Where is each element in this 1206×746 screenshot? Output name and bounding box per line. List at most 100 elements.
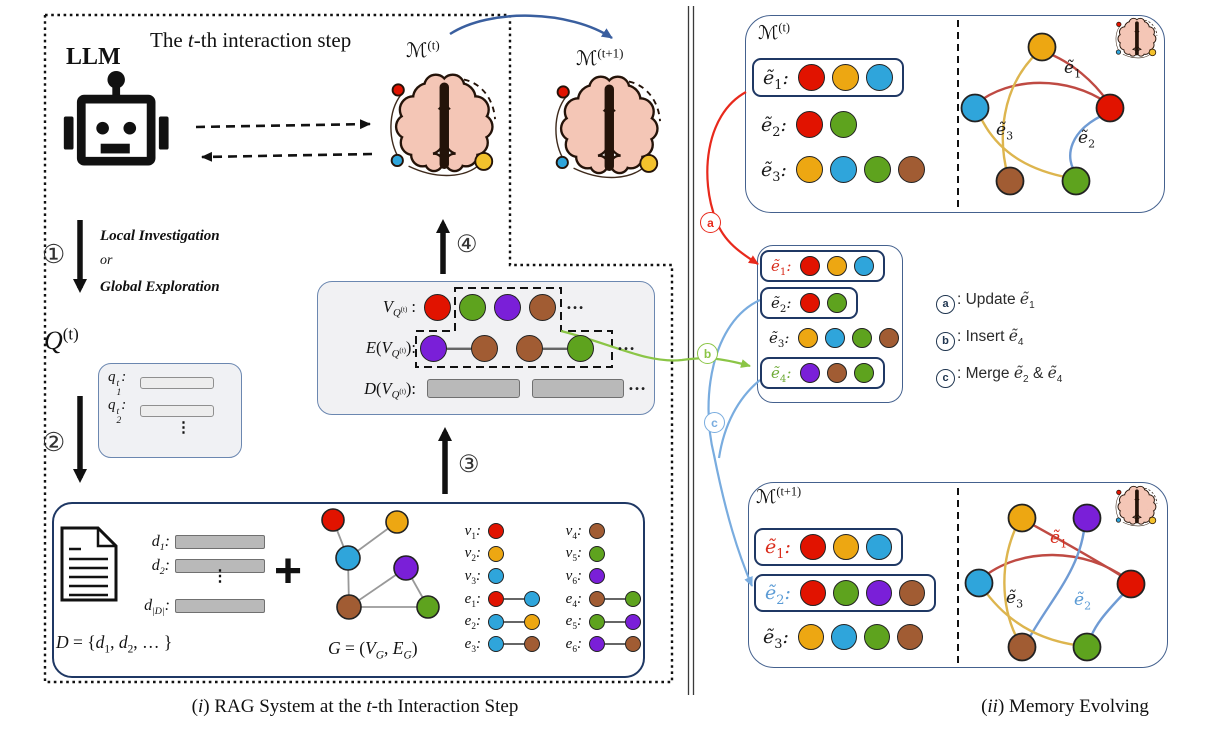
- edge-pair: [589, 613, 641, 630]
- legend-merge: c: Merge ẽ2 & ẽ4: [936, 364, 1062, 388]
- step4-number: ④: [456, 232, 478, 258]
- node-dot-green: [832, 580, 859, 606]
- hyperedge-label-e1: ẽ1: [1064, 58, 1082, 81]
- memory-t1-brain-icon: [556, 78, 660, 178]
- node-dot-brown: [524, 636, 540, 653]
- merge-connector-c: [707, 299, 761, 587]
- memory-evolve-arrow: [449, 14, 613, 40]
- node-dot-green: [852, 328, 873, 348]
- memory-entry: ẽ2:: [754, 574, 936, 612]
- step1-option-global: Global Exploration: [100, 279, 220, 295]
- list-item: e2:: [455, 610, 540, 633]
- node-dot-blue: [524, 591, 540, 608]
- graph-node-purple: [1072, 503, 1102, 533]
- ellipsis: …: [617, 334, 636, 354]
- node-dot-blue: [830, 624, 857, 650]
- ellipsis: …: [566, 293, 585, 313]
- node-dot-green: [589, 545, 605, 562]
- memory-entry-label: ẽ2:: [761, 113, 787, 140]
- node-dot-purple: [625, 613, 641, 630]
- list-item: v3:: [455, 565, 540, 588]
- node-dot-brown: [827, 363, 848, 383]
- memory-t-math-label: ℳ(t): [406, 37, 440, 62]
- document-rows: d1:d2:d|D|:: [128, 530, 265, 617]
- memory-entry: ẽ3:: [760, 324, 908, 352]
- node-dot-green: [625, 591, 641, 608]
- memory-entry-label: ẽ1:: [763, 66, 789, 93]
- document-row: d2:: [128, 554, 265, 577]
- graph-node-brown: [336, 594, 362, 620]
- node-dot-brown: [625, 636, 641, 653]
- edge-pair: [516, 335, 594, 362]
- node-dot-brown: [589, 591, 605, 608]
- node-dot-purple: [589, 636, 605, 653]
- memory-entry: ẽ1:: [760, 250, 886, 282]
- memory-t1-math-label: ℳ(t+1): [576, 45, 624, 70]
- memory-entry-label: ẽ3:: [763, 626, 789, 652]
- memory-t-hypergraph-curves: [975, 50, 1109, 180]
- node-dot-red: [797, 64, 825, 91]
- graph-node-blue: [960, 93, 990, 123]
- node-dot-red: [799, 534, 826, 560]
- retrieved-doc-bar: [532, 379, 624, 398]
- node-dot-green: [854, 363, 875, 383]
- query-set-math-label: Q(t): [44, 324, 79, 355]
- legend-update: a: Update ẽ1: [936, 290, 1035, 314]
- memory-entry: ẽ1:: [752, 58, 904, 97]
- graph-node-green: [1061, 166, 1091, 196]
- step1-option-local: Local Investigation: [100, 228, 220, 244]
- edge-pair: [420, 335, 498, 362]
- graph-node-blue: [335, 545, 361, 571]
- memory-entry-label: ẽ4:: [771, 364, 792, 385]
- insert-connector-b: [560, 329, 751, 368]
- llm-robot-icon: [64, 71, 169, 161]
- list-item: e1:: [455, 588, 540, 611]
- memory-entry: ẽ3:: [752, 152, 934, 187]
- graph-node-orange: [385, 510, 409, 534]
- node-dot-blue: [488, 636, 504, 653]
- memory-t-hypergraph-nodes: [960, 32, 1125, 196]
- retrieved-doc-bar: [427, 379, 520, 398]
- graph-node-orange: [1007, 503, 1037, 533]
- edge-pair: [488, 636, 540, 653]
- edge-pair: [488, 591, 540, 608]
- connector-badge-c: c: [704, 412, 725, 433]
- node-dot-blue: [829, 156, 857, 183]
- memory-t1-hypergraph-curves: [980, 519, 1129, 648]
- document-text-bar: [175, 598, 265, 613]
- memory-entry: ẽ4:: [760, 357, 886, 389]
- memory-entry-label: ẽ3:: [761, 158, 787, 185]
- retrieved-vertices-label: VQ(t) :: [382, 297, 416, 320]
- retrieved-vertices-dots: [424, 294, 556, 321]
- node-dot-blue: [865, 534, 892, 560]
- node-dot-purple: [800, 363, 821, 383]
- node-dot-red: [424, 294, 451, 321]
- node-dot-blue: [488, 613, 504, 630]
- memory-entry: ẽ3:: [754, 620, 932, 654]
- node-dot-orange: [795, 156, 823, 183]
- node-dot-green: [459, 294, 486, 321]
- documents-ellipsis: ⋮: [212, 568, 228, 585]
- document-set-formula: D = {d1, d2, … }: [56, 632, 173, 656]
- node-dot-red: [799, 580, 826, 606]
- step1-option-or: or: [100, 253, 113, 268]
- hyperedge-label-e1: ẽ1: [1050, 528, 1068, 551]
- node-dot-purple: [865, 580, 892, 606]
- vertex-edge-list-col1: v1:v2:v3:e1:e2:e3:: [455, 520, 540, 656]
- node-dot-red: [800, 293, 821, 313]
- graph-node-red: [1095, 93, 1125, 123]
- node-dot-orange: [827, 256, 848, 276]
- document-text-bar: [175, 558, 265, 573]
- plus-sign: +: [274, 545, 303, 598]
- memory-to-llm-arrow: [201, 151, 373, 162]
- caption-left: (i) RAG System at the t-th Interaction S…: [191, 696, 519, 717]
- connector-badge-b: b: [697, 343, 718, 364]
- node-dot-green: [829, 111, 857, 138]
- staging-entries: ẽ1:ẽ2:ẽ3:ẽ4:: [760, 250, 908, 389]
- node-dot-green: [827, 293, 848, 313]
- node-dot-orange: [797, 624, 824, 650]
- query-ellipsis: ⋮: [176, 420, 191, 436]
